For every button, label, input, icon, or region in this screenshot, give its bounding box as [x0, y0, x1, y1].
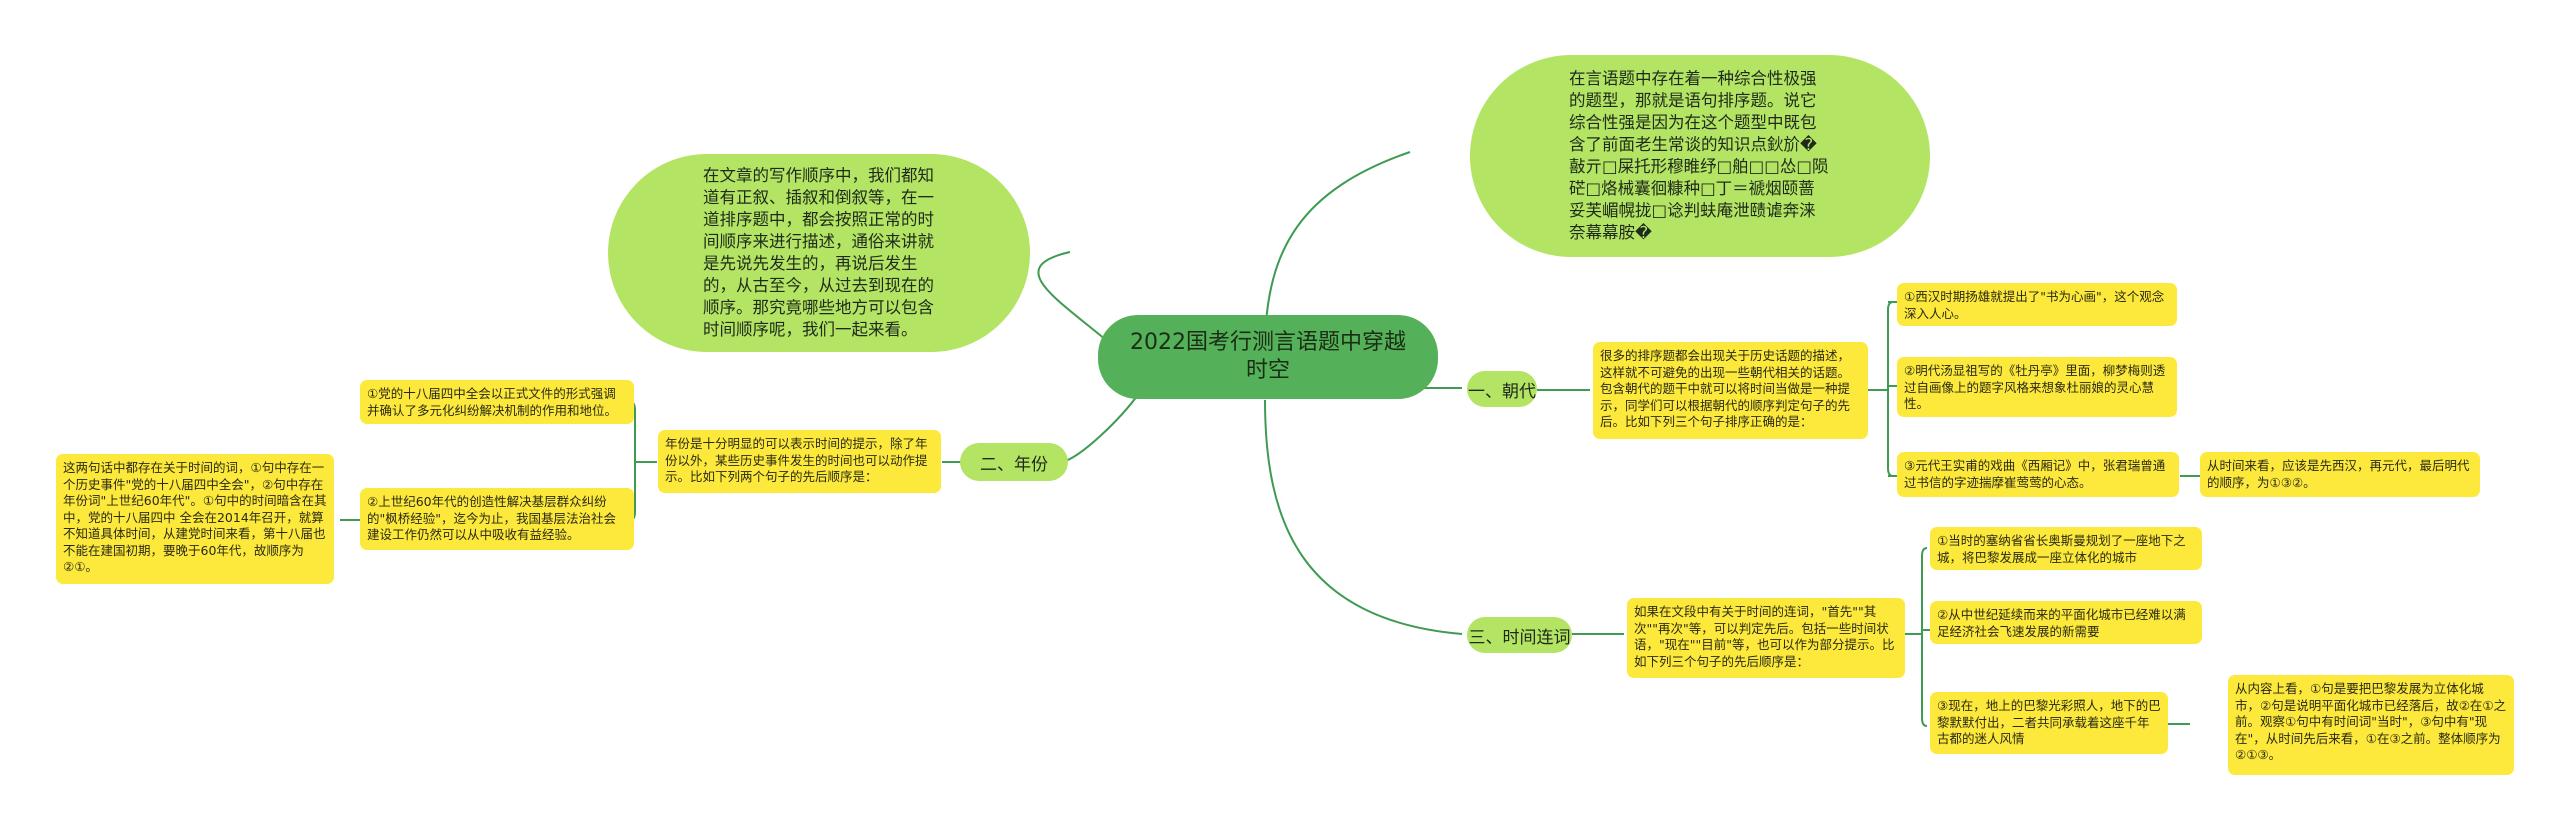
item-text: ③元代王实甫的戏曲《西厢记》中，张君瑞曾通过书信的字迹揣摩崔莺莺的心态。 [1904, 458, 2166, 490]
description-text: 年份是十分明显的可以表示时间的提示，除了年份以外，某些历史事件发生的时间也可以动… [665, 436, 928, 484]
time-item-1[interactable]: ①当时的塞纳省省长奥斯曼规划了一座地下之城，将巴黎发展成一座立体化的城市 [1930, 527, 2202, 570]
dynasty-item-3[interactable]: ③元代王实甫的戏曲《西厢记》中，张君瑞曾通过书信的字迹揣摩崔莺莺的心态。 [1897, 452, 2179, 497]
branch-year-label: 二、年份 [980, 454, 1048, 475]
year-item-2[interactable]: ②上世纪60年代的创造性解决基层群众纠纷的"枫桥经验"，迄今为止，我国基层法治社… [360, 488, 634, 550]
branch-year-description[interactable]: 年份是十分明显的可以表示时间的提示，除了年份以外，某些历史事件发生的时间也可以动… [658, 430, 941, 493]
answer-text: 从内容上看，①句是要把巴黎发展为立体化城市，②句是说明平面化城市已经落后，故②在… [2235, 681, 2507, 762]
item-text: ②从中世纪延续而来的平面化城市已经难以满足经济社会飞速发展的新需要 [1937, 607, 2186, 639]
intro-bubble-left[interactable]: 在文章的写作顺序中，我们都知道有正叙、插叙和倒叙等，在一道排序题中，都会按照正常… [608, 154, 1030, 352]
year-answer[interactable]: 这两句话中都存在关于时间的词，①句中存在一个历史事件"党的十八届四中全会"，②句… [56, 454, 334, 584]
time-item-2[interactable]: ②从中世纪延续而来的平面化城市已经难以满足经济社会飞速发展的新需要 [1930, 601, 2202, 644]
branch-time-conjunction-description[interactable]: 如果在文段中有关于时间的连词，"首先""其次""再次"等，可以判定先后。包括一些… [1627, 598, 1905, 678]
root-title: 2022国考行测言语题中穿越时空 [1130, 330, 1406, 383]
dynasty-item-1[interactable]: ①西汉时期扬雄就提出了"书为心画"，这个观念深入人心。 [1897, 283, 2177, 326]
intro-left-text: 在文章的写作顺序中，我们都知道有正叙、插叙和倒叙等，在一道排序题中，都会按照正常… [703, 166, 934, 339]
description-text: 如果在文段中有关于时间的连词，"首先""其次""再次"等，可以判定先后。包括一些… [1634, 604, 1895, 669]
time-answer[interactable]: 从内容上看，①句是要把巴黎发展为立体化城市，②句是说明平面化城市已经落后，故②在… [2228, 675, 2514, 775]
item-text: ②明代汤显祖写的《牡丹亭》里面，柳梦梅则透过自画像上的题字风格来想象杜丽娘的灵心… [1904, 363, 2166, 411]
dynasty-answer[interactable]: 从时间来看，应该是先西汉，再元代，最后明代的顺序，为①③②。 [2200, 452, 2480, 497]
item-text: ③现在，地上的巴黎光彩照人，地下的巴黎默默付出，二者共同承载着这座千年古都的迷人… [1937, 698, 2161, 746]
intro-right-text: 在言语题中存在着一种综合性极强的题型，那就是语句排序题。说它综合性强是因为在这个… [1569, 69, 1829, 242]
intro-bubble-right[interactable]: 在言语题中存在着一种综合性极强的题型，那就是语句排序题。说它综合性强是因为在这个… [1470, 55, 1930, 257]
branch-dynasty[interactable]: 一、朝代 [1467, 371, 1537, 407]
branch-year[interactable]: 二、年份 [960, 443, 1068, 481]
root-topic[interactable]: 2022国考行测言语题中穿越时空 [1098, 315, 1438, 399]
answer-text: 从时间来看，应该是先西汉，再元代，最后明代的顺序，为①③②。 [2207, 458, 2470, 490]
item-text: ①西汉时期扬雄就提出了"书为心画"，这个观念深入人心。 [1904, 289, 2165, 321]
branch-time-conjunction-label: 三、时间连词 [1468, 627, 1571, 648]
item-text: ②上世纪60年代的创造性解决基层群众纠纷的"枫桥经验"，迄今为止，我国基层法治社… [367, 494, 616, 542]
description-text: 很多的排序题都会出现关于历史话题的描述，这样就不可避免的出现一些朝代相关的话题。… [1600, 348, 1851, 429]
branch-dynasty-label: 一、朝代 [1468, 381, 1536, 402]
time-item-3[interactable]: ③现在，地上的巴黎光彩照人，地下的巴黎默默付出，二者共同承载着这座千年古都的迷人… [1930, 692, 2168, 754]
branch-time-conjunction[interactable]: 三、时间连词 [1467, 617, 1572, 653]
item-text: ①当时的塞纳省省长奥斯曼规划了一座地下之城，将巴黎发展成一座立体化的城市 [1937, 533, 2186, 565]
answer-text: 这两句话中都存在关于时间的词，①句中存在一个历史事件"党的十八届四中全会"，②句… [63, 460, 327, 574]
dynasty-item-2[interactable]: ②明代汤显祖写的《牡丹亭》里面，柳梦梅则透过自画像上的题字风格来想象杜丽娘的灵心… [1897, 357, 2177, 417]
branch-dynasty-description[interactable]: 很多的排序题都会出现关于历史话题的描述，这样就不可避免的出现一些朝代相关的话题。… [1593, 342, 1868, 439]
item-text: ①党的十八届四中全会以正式文件的形式强调并确认了多元化纠纷解决机制的作用和地位。 [367, 386, 618, 418]
year-item-1[interactable]: ①党的十八届四中全会以正式文件的形式强调并确认了多元化纠纷解决机制的作用和地位。 [360, 380, 634, 424]
